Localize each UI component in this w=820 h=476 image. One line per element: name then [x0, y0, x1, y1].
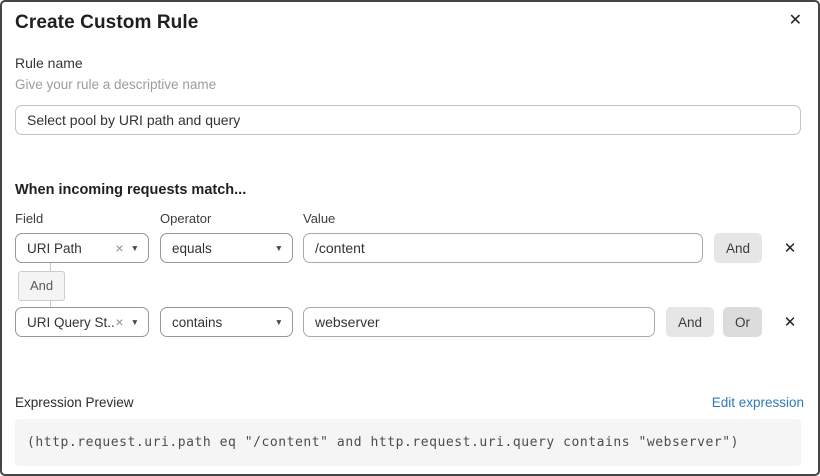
close-icon[interactable]: ✕: [788, 12, 802, 29]
field-select-2-value: URI Query St...: [27, 314, 116, 330]
operator-select-1-value: equals: [172, 240, 212, 256]
expression-preview-header: Expression Preview Edit expression: [15, 395, 804, 410]
chevron-down-icon: ▼: [274, 316, 283, 327]
edit-expression-link[interactable]: Edit expression: [711, 395, 804, 410]
value-input-2[interactable]: [303, 307, 655, 337]
condition-row-1: URI Path × ▼ equals ▼ And ✕: [15, 233, 804, 263]
field-select-1-value: URI Path: [27, 240, 82, 256]
expression-preview-box: (http.request.uri.path eq "/content" and…: [15, 419, 801, 466]
value-input-1[interactable]: [303, 233, 703, 263]
operator-column-label: Operator: [160, 211, 212, 226]
add-and-condition-button-2[interactable]: And: [665, 307, 714, 337]
expression-code: (http.request.uri.path eq "/content" and…: [27, 435, 740, 450]
rule-name-label: Rule name: [15, 55, 83, 71]
field-column-label: Field: [15, 211, 44, 226]
rule-name-helper: Give your rule a descriptive name: [15, 77, 217, 92]
dialog-title: Create Custom Rule: [15, 12, 199, 33]
connector-line: [50, 263, 51, 271]
chevron-down-icon: ▼: [130, 242, 139, 253]
operator-select-2-value: contains: [172, 314, 223, 330]
add-and-condition-button-1[interactable]: And: [713, 233, 762, 263]
chevron-down-icon: ▼: [274, 242, 283, 253]
rule-name-section: Rule name Give your rule a descriptive n…: [15, 55, 804, 135]
dialog-header: Create Custom Rule ✕: [15, 12, 804, 34]
value-column-label: Value: [303, 211, 336, 226]
clear-icon[interactable]: ×: [115, 240, 124, 256]
field-select-1[interactable]: URI Path × ▼: [15, 233, 149, 263]
operator-select-2[interactable]: contains ▼: [160, 307, 293, 337]
condition-column-labels: Field Operator Value: [15, 211, 804, 226]
add-or-condition-button-2[interactable]: Or: [723, 307, 762, 337]
connector-line: [50, 301, 51, 307]
expression-preview-label: Expression Preview: [15, 395, 134, 410]
remove-condition-icon-2[interactable]: ✕: [783, 313, 797, 331]
condition-connector: And: [16, 263, 804, 307]
operator-select-1[interactable]: equals ▼: [160, 233, 293, 263]
condition-row-2: URI Query St... × ▼ contains ▼ And Or ✕: [15, 307, 804, 337]
connector-and-chip: And: [18, 271, 66, 301]
field-select-2[interactable]: URI Query St... × ▼: [15, 307, 149, 337]
chevron-down-icon: ▼: [130, 316, 139, 327]
rule-name-input[interactable]: [15, 105, 801, 135]
remove-condition-icon-1[interactable]: ✕: [783, 239, 797, 257]
match-heading: When incoming requests match...: [15, 182, 247, 198]
clear-icon[interactable]: ×: [115, 314, 124, 330]
